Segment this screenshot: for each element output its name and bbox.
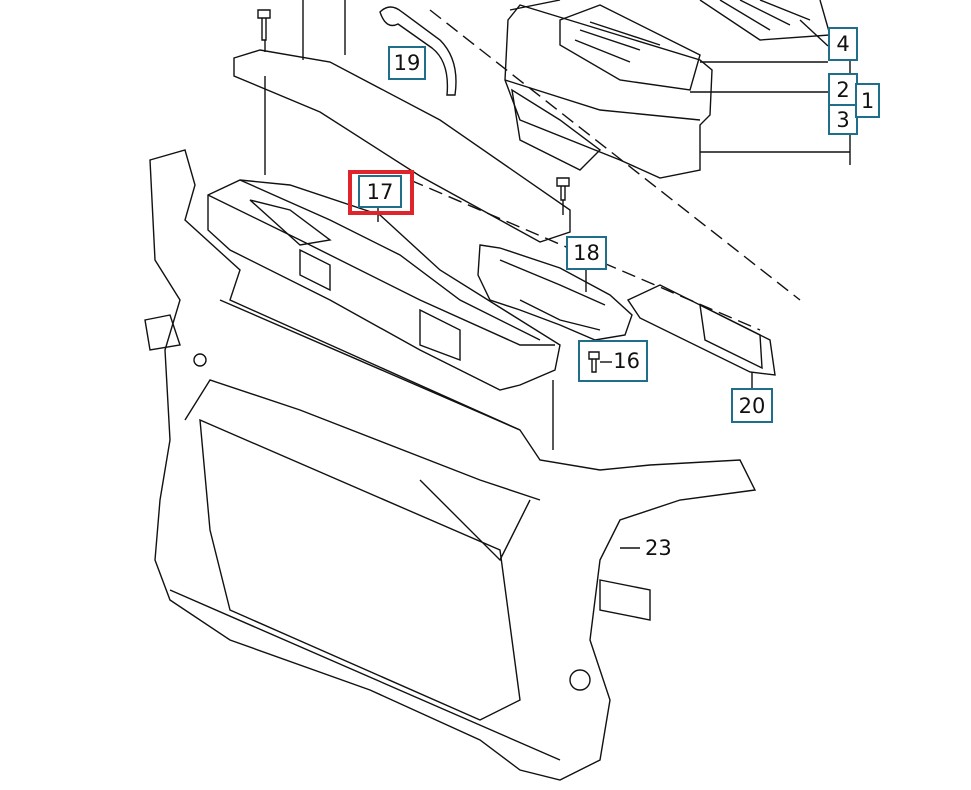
air-duct-17 [207,179,561,391]
callout-3[interactable]: 3 [828,104,858,135]
air-duct-20 [626,284,776,376]
callout-20[interactable]: 20 [731,388,773,423]
callout-2[interactable]: 2 [828,73,858,107]
upper-cover-strip [233,49,571,243]
lock-carrier-23 [144,149,757,781]
callout-19[interactable]: 19 [388,46,426,80]
air-guide-18 [477,244,633,341]
callout-18[interactable]: 18 [566,236,607,270]
callout-17[interactable]: 17 [358,175,402,208]
screw-icon [588,351,612,373]
callout-16[interactable]: 16 [578,340,648,382]
callout-4[interactable]: 4 [828,27,858,61]
screw-icon [556,177,570,201]
highlight-frame [348,170,414,215]
hose-part [379,6,457,96]
air-filter-housing [504,0,831,179]
callout-1[interactable]: 1 [855,83,880,118]
screw-icon [257,9,271,41]
callout-23[interactable]: 23 [645,536,672,560]
